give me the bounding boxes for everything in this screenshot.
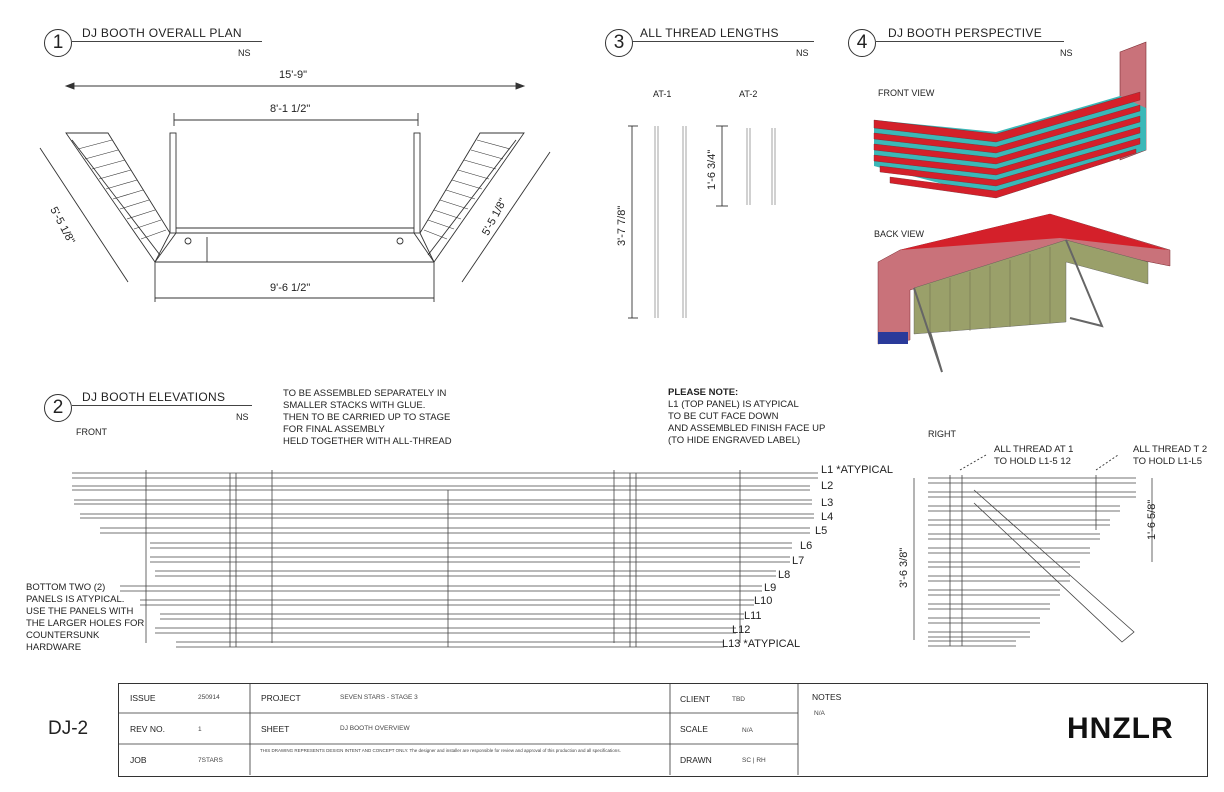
title-underline: [876, 41, 1064, 42]
dim-bottom: 9'-6 1/2": [270, 282, 311, 294]
view-title: DJ BOOTH ELEVATIONS: [82, 390, 226, 404]
thread-note-1: ALL THREAD AT 1 TO HOLD L1-5 12: [994, 444, 1074, 467]
client-label: CLIENT: [680, 694, 711, 704]
right-elevation-label: RIGHT: [928, 429, 956, 439]
view-title: DJ BOOTH PERSPECTIVE: [888, 26, 1043, 40]
dim-inner-top: 8'-1 1/2": [270, 103, 311, 115]
level-label: L13 *ATYPICAL: [722, 638, 801, 650]
scale-label-tb: SCALE: [680, 724, 708, 734]
sheet-number: DJ-2: [48, 718, 89, 739]
title-underline: [632, 41, 814, 42]
level-label: L12: [732, 624, 751, 636]
rev-label: REV NO.: [130, 724, 165, 734]
front-view-render: [873, 41, 1147, 199]
please-note-title: PLEASE NOTE:: [668, 387, 739, 398]
level-label: L6: [800, 540, 813, 552]
dim-overall: 15'-9": [279, 69, 308, 81]
dim-right-tall: 3'-6 3/8": [898, 547, 910, 588]
level-label: L8: [778, 569, 791, 581]
job-label: JOB: [130, 755, 147, 765]
scale-label: NS: [236, 412, 249, 422]
project-label: PROJECT: [261, 693, 301, 703]
drawn-label: DRAWN: [680, 755, 712, 765]
issue-value: 250914: [198, 694, 220, 701]
scale-label: NS: [238, 48, 251, 58]
level-label: L2: [821, 480, 834, 492]
scale-value: N/A: [742, 727, 753, 734]
back-view-render: [877, 213, 1171, 373]
front-view-label: FRONT VIEW: [878, 88, 935, 98]
level-label: L1 *ATYPICAL: [821, 464, 893, 476]
scale-label: NS: [1060, 48, 1073, 58]
scale-label: NS: [796, 48, 809, 58]
title-underline: [72, 405, 252, 406]
level-label: L7: [792, 555, 805, 567]
at2-label: AT-2: [739, 89, 758, 99]
disclaimer: THIS DRAWING REPRESENTS DESIGN INTENT AN…: [260, 748, 621, 753]
back-view-label: BACK VIEW: [874, 229, 925, 239]
client-value: TBD: [732, 696, 745, 703]
title-underline: [72, 41, 262, 42]
level-label: L4: [821, 511, 834, 523]
view-number-badge: 2: [44, 394, 72, 422]
at1-label: AT-1: [653, 89, 672, 99]
drawn-value: SC | RH: [742, 757, 766, 764]
level-label: L3: [821, 497, 834, 509]
title-block: [118, 683, 1208, 777]
project-value: SEVEN STARS - STAGE 3: [340, 694, 418, 701]
sheet-label: SHEET: [261, 724, 290, 734]
dim-right-short: 1'-6 5/8": [1146, 499, 1158, 540]
notes-label: NOTES: [812, 692, 842, 702]
rev-value: 1: [198, 726, 202, 733]
view-number-badge: 1: [44, 29, 72, 57]
thread-note-2: ALL THREAD T 2 TO HOLD L1-L5: [1133, 444, 1208, 467]
company-logo: HNZLR: [1067, 712, 1174, 745]
view-number-badge: 3: [605, 29, 633, 57]
level-label: L9: [764, 582, 777, 594]
view-number-badge: 4: [848, 29, 876, 57]
bottom-panels-note: BOTTOM TWO (2) PANELS IS ATYPICAL. USE T…: [26, 582, 145, 653]
level-label: L11: [744, 610, 762, 622]
front-elevation-label: FRONT: [76, 427, 107, 437]
issue-label: ISSUE: [130, 693, 156, 703]
view-title: ALL THREAD LENGTHS: [640, 26, 779, 40]
assembly-note: TO BE ASSEMBLED SEPARATELY IN SMALLER ST…: [283, 388, 452, 447]
please-note-body: L1 (TOP PANEL) IS ATYPICAL TO BE CUT FAC…: [668, 399, 826, 446]
notes-value: N/A: [814, 710, 825, 717]
sheet-value: DJ BOOTH OVERVIEW: [340, 725, 410, 732]
level-label: L5: [815, 525, 828, 537]
job-value: 7STARS: [198, 757, 223, 764]
level-label: L10: [754, 595, 773, 607]
view-title: DJ BOOTH OVERALL PLAN: [82, 26, 242, 40]
